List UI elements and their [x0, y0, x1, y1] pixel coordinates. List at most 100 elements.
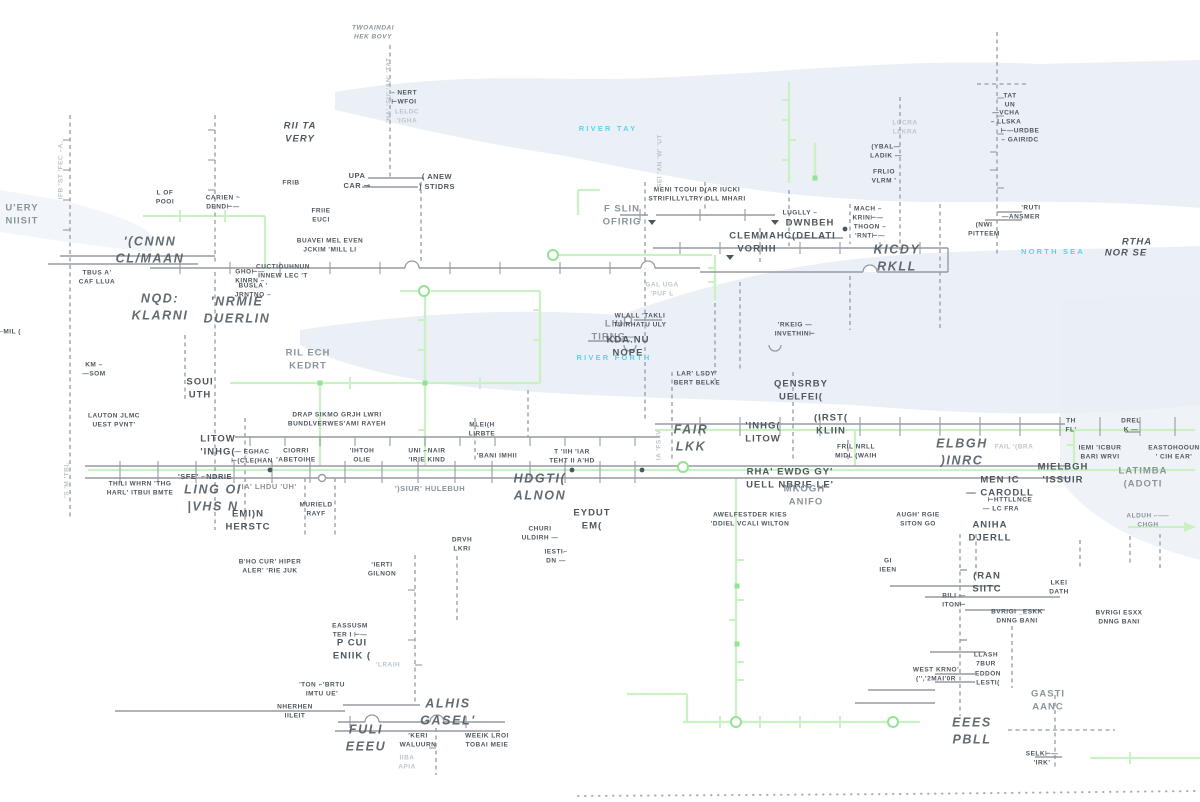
- map-label: ⊢HTTLLNCE: [987, 496, 1033, 504]
- map-label: UNI ⌐NAIR 'IRIE KIND: [408, 447, 446, 463]
- map-label: EEES PBLL: [952, 715, 992, 747]
- water-name-label: RIVER FORTH: [576, 353, 652, 363]
- map-label: CIORRI 'ABETOIHE: [276, 447, 316, 463]
- map-label: LELDC 'IGHA: [394, 108, 420, 124]
- map-label: EMI)N HERSTC: [225, 508, 271, 532]
- map-label: THOON – 'RNT⊢—: [853, 223, 887, 239]
- map-label: GI IEEN: [879, 557, 897, 573]
- map-label: IEMI 'ICBUR BARI WRVI: [1078, 444, 1122, 460]
- map-label: MIELBGH 'ISSUIR: [1037, 461, 1089, 485]
- map-label: RTHA: [1121, 236, 1153, 248]
- map-label: B'HO CUR' HIPER ALER' 'RIE JUK: [238, 558, 302, 574]
- map-label: ANIHA DJERLL: [968, 519, 1012, 543]
- map-label: KM – —SOM: [82, 361, 106, 377]
- station-dot-icon: [639, 467, 645, 473]
- map-label: – NERT ⊢WFOI: [390, 89, 418, 105]
- map-label: IIBA APIA: [398, 754, 416, 770]
- gap-arc-icon: [623, 344, 637, 352]
- marker-triangle-icon: [726, 255, 734, 260]
- map-label: ALDUH ⌐—⌐ CHGH: [1126, 512, 1170, 528]
- map-label: — LC FRA: [982, 505, 1020, 513]
- map-label: MLEI(H LIRBTE: [468, 421, 496, 437]
- map-label: —VCHA – LLSKA: [990, 109, 1022, 125]
- map-label: F SLIN OFIRIG: [602, 203, 642, 227]
- station-node-icon: [317, 380, 323, 386]
- map-label: DWNBEH C(DELATI: [784, 217, 836, 241]
- map-label: IA 'FS IV: [655, 429, 663, 461]
- map-label: FRIB: [282, 179, 300, 187]
- bridge-arc-icon: [364, 714, 380, 723]
- junction-ring-icon: [730, 716, 742, 728]
- map-label: MEN IC — CARODLL: [966, 474, 1034, 498]
- station-node-icon: [812, 175, 818, 181]
- map-label: ALHIS GASEL': [420, 696, 476, 728]
- map-label: ( ANEW ) STIDRS: [418, 172, 456, 191]
- map-label: FAIL '(BRA: [994, 443, 1034, 451]
- map-label: P CUI ENIIK (: [332, 637, 372, 661]
- map-label: 'LRAIH: [375, 661, 401, 669]
- map-label: 'TON ⌐'BRTU IMTU UE': [299, 681, 345, 697]
- map-label: 'KERI WALUURN: [399, 732, 437, 748]
- map-label: 'IHTOH OLIE: [349, 447, 375, 463]
- map-label: L OF POOI: [155, 189, 175, 205]
- marker-triangle-icon: [648, 220, 656, 225]
- water-body: [300, 246, 1200, 414]
- map-label: '(CNNN CL/MAAN: [115, 234, 185, 266]
- map-label: FULI EEEU: [345, 722, 387, 754]
- map-label: GAL UGA 'PUF L: [645, 281, 679, 297]
- gap-arc-icon: [768, 344, 782, 352]
- station-ring-icon: [623, 315, 633, 325]
- map-label: WEEIK LROI TOBAI MEIE: [465, 732, 509, 748]
- map-label: 'RUTI: [1021, 204, 1041, 212]
- map-label: 'BANI IMHII: [476, 452, 518, 460]
- map-label: NHERHEN IILEIT: [277, 703, 313, 719]
- station-node-icon: [734, 583, 740, 589]
- map-label: THILI WHRN 'THG HARL' ITBUI BMTE: [106, 480, 174, 496]
- map-label: TH FL': [1065, 417, 1077, 433]
- map-label: IFB 'ST 'FEC ⌐A.: [57, 140, 65, 200]
- map-label: CLEMMAH VORHH: [729, 230, 785, 254]
- water-body: [335, 60, 1200, 208]
- border-dotted-line: [577, 793, 901, 797]
- map-label: BVRIGI _ESKK DNNG BANI: [991, 608, 1043, 624]
- map-label: RHA' EWDG GY' UELL NBRIE LE': [746, 466, 834, 490]
- map-label: DREL K —: [1121, 417, 1141, 433]
- map-label: FRIIE EUCI: [311, 207, 331, 223]
- map-label: 'S 'M 'TBL: [63, 462, 71, 498]
- map-label: FRIL NRLL MIDL (WAIH: [835, 443, 877, 459]
- map-label: LITOW 'INHG(: [200, 433, 236, 457]
- map-label: ELBGH )INRC: [936, 436, 988, 468]
- line-continues-arrow-icon: [1184, 522, 1196, 532]
- map-label: GASTI AANC: [1030, 688, 1066, 712]
- map-label: BUSLA ' JRNTNO –: [234, 282, 272, 298]
- map-label: AUGH' RGIE SITON GO: [896, 511, 940, 527]
- map-label: LING OI |VHS N: [184, 482, 242, 514]
- map-label: 'NRMIE DUERLIN: [203, 294, 271, 326]
- map-label: NOR SE: [1104, 247, 1148, 259]
- map-label: GHO⊢— KINRN –: [235, 268, 265, 284]
- map-label: LKEI DATH: [1049, 579, 1069, 595]
- station-dot-icon: [267, 467, 273, 473]
- map-label: KDA.NU NOPE: [606, 334, 650, 358]
- map-label: ⊢—URDBE – GAIRIDC: [1000, 127, 1040, 143]
- map-label: —ANSMER: [1001, 213, 1041, 221]
- bridge-arc-icon: [429, 714, 445, 723]
- map-label: 'RKEIG — INVETHIN⊢: [774, 321, 816, 337]
- map-label: CHURI ULDIRH —: [521, 525, 559, 541]
- map-label: TBUS A' CAF LLUA: [78, 269, 116, 285]
- map-label: DRAP SIKMO GRJH LWRI BUNDLVERWES'AMI RAY…: [287, 411, 387, 427]
- map-label: MACH – KRIN⊢—: [852, 205, 884, 221]
- map-label: NQD: KLARNI: [131, 291, 189, 323]
- bridge-arc-icon: [640, 260, 656, 269]
- map-label: ')SIUR' HULEBUH: [394, 484, 466, 494]
- station-node-icon: [422, 380, 428, 386]
- map-label: (NWI PITTEEM: [968, 221, 1000, 237]
- map-label: UPA CAR ⊸: [343, 171, 371, 190]
- map-label: 'INHG( LITOW: [745, 420, 781, 444]
- station-node-icon: [734, 641, 740, 647]
- map-label: MURIELD RAYF: [299, 501, 333, 517]
- map-label: (YBAL— LADIK —: [870, 143, 902, 159]
- water-body: [0, 190, 152, 252]
